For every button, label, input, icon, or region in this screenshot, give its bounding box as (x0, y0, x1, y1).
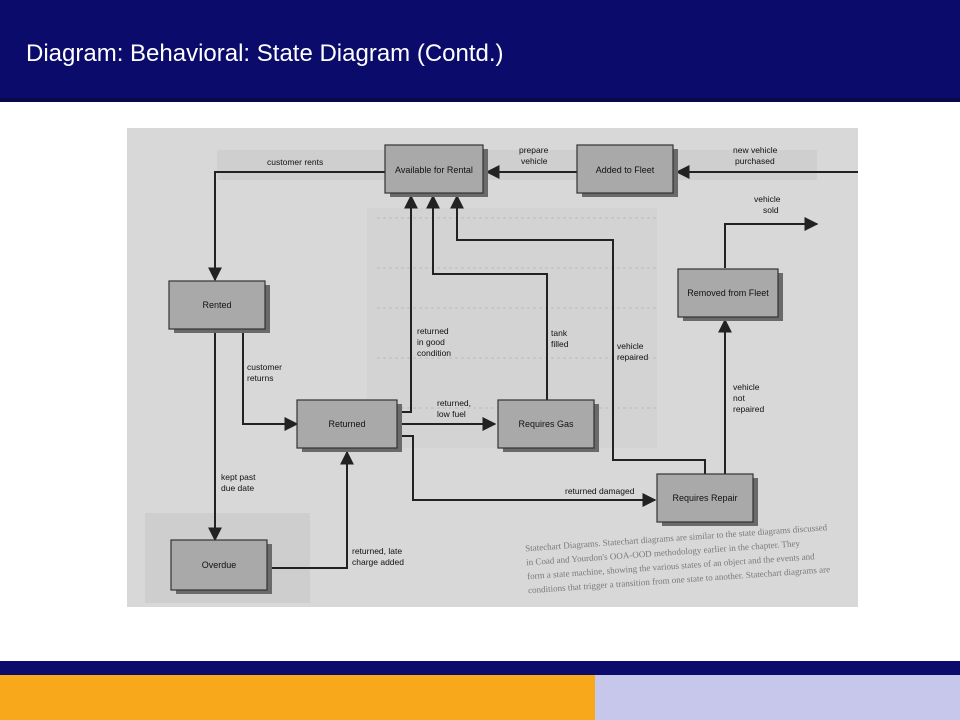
event-label: vehicle (617, 341, 644, 351)
event-label: returned damaged (565, 486, 635, 496)
event-label: kept past (221, 472, 256, 482)
state-removed-from-fleet: Removed from Fleet (677, 268, 783, 321)
transition-returned-late (270, 450, 354, 569)
event-label: sold (763, 205, 779, 215)
transition-returned-damaged (399, 435, 657, 507)
footer-bar-right (595, 675, 960, 720)
header-rule (0, 98, 960, 102)
faded-background-content (145, 150, 817, 603)
event-label: prepare (519, 145, 549, 155)
event-label: repaired (617, 352, 648, 362)
transition-vehicle-repaired (450, 194, 706, 474)
footer-bar-left (0, 675, 595, 720)
event-label: charge added (352, 557, 404, 567)
state-label: Removed from Fleet (687, 288, 769, 298)
state-diagram-figure: Statechart Diagrams. Statechart diagrams… (127, 128, 858, 607)
event-label: vehicle (521, 156, 548, 166)
event-label: returns (247, 373, 273, 383)
event-label: due date (221, 483, 254, 493)
event-label: condition (417, 348, 451, 358)
event-label: low fuel (437, 409, 466, 419)
event-label: tank (551, 328, 568, 338)
state-label: Requires Repair (672, 493, 737, 503)
event-label: repaired (733, 404, 764, 414)
transition-customer-rents (208, 171, 385, 282)
transition-vehicle-sold (724, 217, 819, 268)
transition-customer-returns (242, 333, 299, 431)
event-label: customer (247, 362, 282, 372)
transition-good-condition (399, 194, 418, 413)
slide-title: Diagram: Behavioral: State Diagram (Cont… (26, 40, 504, 67)
transitions (208, 165, 858, 569)
event-labels: customer rents prepare vehicle new vehic… (221, 145, 781, 567)
state-available: Available for Rental (384, 144, 488, 197)
event-label: not (733, 393, 745, 403)
state-overdue: Overdue (170, 539, 272, 594)
state-label: Returned (328, 419, 365, 429)
state-requires-gas: Requires Gas (497, 399, 599, 452)
event-label: returned, (437, 398, 471, 408)
event-label: new vehicle (733, 145, 778, 155)
state-label: Added to Fleet (596, 165, 655, 175)
event-label: in good (417, 337, 445, 347)
event-label: returned, late (352, 546, 402, 556)
transition-tank-filled (426, 194, 548, 400)
state-diagram-svg: Statechart Diagrams. Statechart diagrams… (145, 144, 858, 603)
slide-header: Diagram: Behavioral: State Diagram (Cont… (0, 0, 960, 102)
footer-rule (0, 661, 960, 675)
state-label: Overdue (202, 560, 237, 570)
event-label: customer rents (267, 157, 323, 167)
state-label: Requires Gas (518, 419, 574, 429)
state-requires-repair: Requires Repair (656, 473, 758, 526)
state-added-to-fleet: Added to Fleet (576, 144, 678, 197)
state-label: Available for Rental (395, 165, 473, 175)
event-label: returned (417, 326, 449, 336)
state-rented: Rented (168, 280, 270, 333)
state-label: Rented (202, 300, 231, 310)
background-paragraph: Statechart Diagrams. Statechart diagrams… (525, 522, 831, 595)
state-returned: Returned (296, 399, 402, 452)
event-label: vehicle (754, 194, 781, 204)
event-label: purchased (735, 156, 775, 166)
event-label: vehicle (733, 382, 760, 392)
event-label: filled (551, 339, 569, 349)
